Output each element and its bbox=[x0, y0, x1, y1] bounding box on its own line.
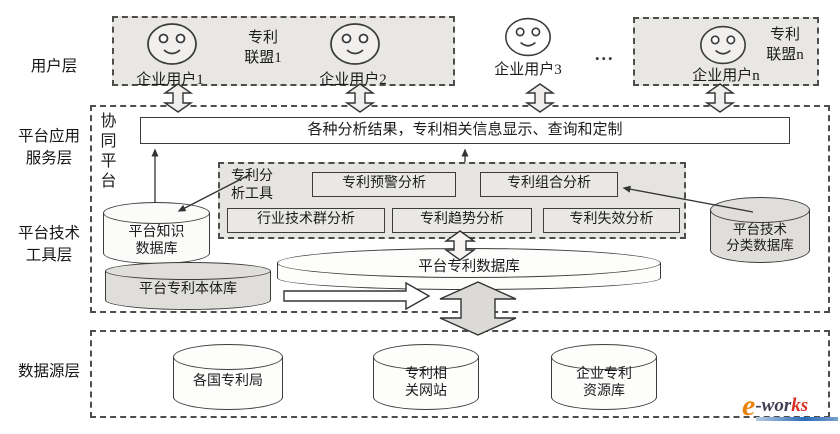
layer-label-user-text: 用户层 bbox=[30, 58, 78, 75]
patent-offices-label: 各国专利局 bbox=[193, 374, 263, 389]
layer-label-app-line1: 平台应用 bbox=[17, 128, 80, 145]
patent-database-label: 平台专利数据库 bbox=[418, 259, 520, 275]
user-icon bbox=[330, 23, 380, 65]
user-icon bbox=[147, 23, 197, 65]
cylinder-top bbox=[105, 262, 271, 280]
layer-label-data-source: 数据源层 bbox=[6, 361, 92, 383]
layer-label-source-text: 数据源层 bbox=[17, 363, 80, 380]
layer-label-user: 用户层 bbox=[14, 56, 94, 78]
class-db-line1: 平台技术 bbox=[733, 222, 787, 237]
logo-underline-bar bbox=[756, 417, 838, 421]
cylinder-top bbox=[173, 344, 283, 370]
enterprise-patent-resources-label: 企业专利 资源库 bbox=[551, 367, 657, 400]
platform-patent-database-cylinder: 平台专利数据库 bbox=[277, 248, 661, 290]
cylinder-top bbox=[710, 197, 810, 223]
patent-alliance-1-label: 专利 联盟1 bbox=[233, 28, 293, 69]
enterprise-user-2-label: 企业用户2 bbox=[319, 72, 387, 88]
platform-patent-ontology-cylinder: 平台专利本体库 bbox=[105, 262, 271, 310]
patent-alliance-1-line1: 专利 bbox=[247, 30, 278, 46]
patent-websites-label: 专利相 关网站 bbox=[373, 367, 479, 400]
layer-label-tech-tools: 平台技术 工具层 bbox=[6, 223, 92, 268]
patent-websites-cylinder: 专利相 关网站 bbox=[373, 344, 479, 410]
e-works-logo: e-works bbox=[742, 389, 838, 422]
patent-websites-line2: 关网站 bbox=[405, 383, 447, 399]
user-icon bbox=[700, 25, 746, 65]
knowledge-database-label: 平台知识 数据库 bbox=[103, 225, 210, 258]
classification-database-label: 平台技术 分类数据库 bbox=[710, 222, 810, 254]
platform-knowledge-database-cylinder: 平台知识 数据库 bbox=[103, 202, 210, 264]
tool-box-patent-trend-analysis: 专利趋势分析 bbox=[392, 208, 532, 233]
patent-alliance-n-line1: 专利 bbox=[769, 27, 800, 43]
layer-label-tech-line1: 平台技术 bbox=[17, 225, 80, 242]
patent-ontology-label: 平台专利本体库 bbox=[139, 282, 237, 297]
class-db-line2: 分类数据库 bbox=[726, 237, 794, 253]
cylinder-top bbox=[373, 344, 479, 370]
platform-tech-classification-database-cylinder: 平台技术 分类数据库 bbox=[710, 197, 810, 263]
analysis-results-bar: 各种分析结果，专利相关信息显示、查询和定制 bbox=[140, 117, 790, 144]
knowledge-db-line2: 数据库 bbox=[135, 241, 178, 257]
enterprise-user-1-label: 企业用户1 bbox=[136, 72, 204, 88]
patent-alliance-n-label: 专利 联盟n bbox=[757, 25, 813, 66]
enterprise-resources-line2: 资源库 bbox=[583, 383, 625, 399]
patent-analysis-tools-label: 专利分 析工具 bbox=[231, 168, 293, 204]
e-works-logo-text: e-works bbox=[742, 389, 838, 422]
tools-label-line2: 析工具 bbox=[231, 187, 273, 203]
tool-box-patent-warning-analysis: 专利预警分析 bbox=[312, 172, 456, 197]
user-icon bbox=[505, 17, 551, 57]
tools-label-line1: 专利分 bbox=[231, 169, 273, 184]
cylinder-top bbox=[103, 202, 210, 224]
enterprise-user-n-label: 企业用户n bbox=[692, 68, 760, 84]
logo-tail: ks bbox=[791, 395, 809, 416]
patent-alliance-n-line2: 联盟n bbox=[766, 47, 804, 64]
logo-mid: -wor bbox=[755, 395, 792, 416]
knowledge-db-line1: 平台知识 bbox=[128, 225, 185, 240]
layer-label-app-service: 平台应用 服务层 bbox=[6, 126, 92, 171]
ellipsis-more-users: ... bbox=[595, 44, 615, 64]
layer-label-app-line2: 服务层 bbox=[25, 150, 73, 168]
tool-box-industry-tech-group-analysis: 行业技术群分析 bbox=[227, 208, 385, 233]
enterprise-user-3-label: 企业用户3 bbox=[494, 62, 562, 78]
cylinder-top bbox=[551, 344, 657, 370]
tool-box-patent-invalidation-analysis: 专利失效分析 bbox=[543, 208, 680, 233]
logo-e: e bbox=[742, 389, 756, 422]
collaboration-platform-label: 协同平台 bbox=[100, 113, 117, 190]
layer-label-tech-line2: 工具层 bbox=[25, 247, 73, 265]
patent-alliance-1-line2: 联盟1 bbox=[244, 50, 282, 67]
patent-offices-cylinder: 各国专利局 bbox=[173, 344, 283, 410]
enterprise-patent-resources-cylinder: 企业专利 资源库 bbox=[551, 344, 657, 410]
enterprise-resources-line1: 企业专利 bbox=[576, 367, 632, 382]
patent-websites-line1: 专利相 bbox=[405, 367, 447, 382]
tool-box-patent-portfolio-analysis: 专利组合分析 bbox=[480, 172, 618, 197]
